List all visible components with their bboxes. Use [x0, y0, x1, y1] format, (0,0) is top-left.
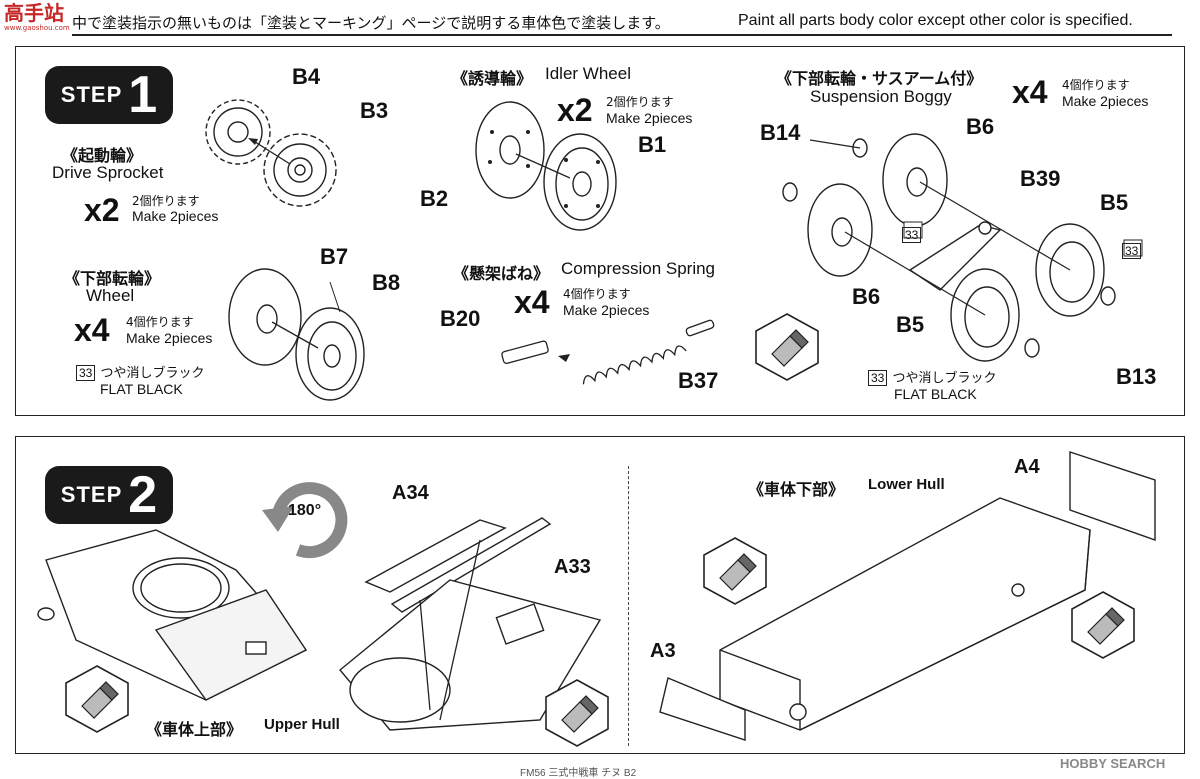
- rotate-180-icon: [262, 482, 348, 559]
- part-label-b6-bottom: B6: [852, 284, 881, 309]
- wheel-paint-code: 33: [76, 365, 96, 381]
- upper-hull-top-drawing: [37, 529, 308, 701]
- cement-icon: [755, 313, 819, 381]
- step2-badge-word: STEP: [60, 482, 123, 507]
- idler-make-jp: 2個作ります: [606, 95, 674, 109]
- suspension-en: Suspension Boggy: [810, 87, 952, 106]
- header-rule: [72, 34, 1172, 36]
- upper-hull-bottom-drawing: [339, 517, 602, 731]
- suspension-paint-box-2: 33: [1122, 240, 1142, 259]
- suspension-make-jp: 4個作ります: [1062, 78, 1130, 92]
- suspension-paint-box-1: 33: [902, 224, 922, 243]
- rotate-label: 180°: [288, 502, 322, 519]
- upper-hull-jp: 《車体上部》: [146, 720, 243, 739]
- part-label-b39: B39: [1020, 166, 1061, 191]
- part-label-b3: B3: [360, 98, 389, 123]
- drive-sprocket-jp: 《起動輪》: [62, 146, 143, 165]
- page-reference: FM56 三式中戦車 チヌ B2: [520, 768, 637, 779]
- suspension-drawing: [782, 133, 1143, 362]
- part-label-b13: B13: [1116, 364, 1157, 389]
- cement-icon: [65, 665, 129, 733]
- part-label-b20: B20: [440, 306, 481, 331]
- lower-hull-drawing: [659, 451, 1156, 741]
- drive-sprocket-en: Drive Sprocket: [52, 163, 164, 182]
- part-label-b8: B8: [372, 270, 401, 295]
- idler-en: Idler Wheel: [545, 64, 631, 83]
- suspension-paint-code: 33: [868, 370, 888, 386]
- upper-hull-en: Upper Hull: [264, 716, 340, 733]
- wheel-en: Wheel: [86, 286, 135, 305]
- cement-icon: [545, 679, 609, 747]
- step2-badge-number: 2: [128, 466, 158, 524]
- spring-jp: 《懸架ばね》: [453, 264, 550, 283]
- logo-url: www.gaoshou.com: [4, 24, 70, 32]
- part-label-a3: A3: [650, 640, 676, 662]
- cement-icon: [1071, 591, 1135, 659]
- logo-text: 高手站: [4, 1, 64, 25]
- idler-mult: x2: [557, 92, 593, 128]
- spring-drawing: [501, 319, 715, 385]
- wheel-make-en: Make 2pieces: [126, 330, 213, 346]
- suspension-paint-en: FLAT BLACK: [894, 386, 977, 402]
- lower-hull-jp: 《車体下部》: [748, 480, 845, 499]
- suspension-paint-jp: つや消しブラック: [892, 371, 997, 386]
- cement-icon: [703, 537, 767, 605]
- idler-drawing: [475, 101, 617, 231]
- step2-divider: [628, 466, 629, 746]
- drive-sprocket-drawing: [205, 99, 337, 207]
- notice-jp: 中で塗装指示の無いものは「塗装とマーキング」ページで説明する車体色で塗装します。: [72, 14, 670, 32]
- step2-badge: STEP 2: [45, 466, 173, 524]
- watermark: HOBBY SEARCH: [1060, 756, 1166, 771]
- lower-hull-en: Lower Hull: [868, 476, 945, 493]
- spring-en: Compression Spring: [561, 259, 716, 278]
- wheel-jp: 《下部転輪》: [64, 269, 161, 288]
- step1-badge: STEP 1: [45, 66, 173, 124]
- wheel-paint-jp: つや消しブラック: [100, 366, 205, 381]
- suspension-jp: 《下部転輪・サスアーム付》: [776, 69, 983, 88]
- suspension-mult: x4: [1012, 74, 1048, 110]
- spring-mult: x4: [514, 284, 550, 320]
- wheel-mult: x4: [74, 312, 110, 348]
- part-label-b4: B4: [292, 64, 321, 89]
- drive-sprocket-mult: x2: [84, 192, 120, 228]
- step1-badge-word: STEP: [60, 82, 123, 107]
- part-label-b2: B2: [420, 186, 449, 211]
- step1-badge-number: 1: [128, 66, 158, 124]
- part-label-b6-top: B6: [966, 114, 995, 139]
- part-label-b5-bottom: B5: [896, 312, 925, 337]
- part-label-b1: B1: [638, 132, 667, 157]
- part-label-a4: A4: [1014, 456, 1040, 478]
- suspension-make-en: Make 2pieces: [1062, 93, 1149, 109]
- wheel-drawing: [228, 268, 365, 401]
- idler-make-en: Make 2pieces: [606, 110, 693, 126]
- suspension-paint-note: 33 つや消しブラック: [868, 367, 996, 386]
- part-label-a34: A34: [392, 482, 429, 504]
- spring-make-en: Make 2pieces: [563, 302, 650, 318]
- drive-sprocket-make-en: Make 2pieces: [132, 208, 219, 224]
- spring-make-jp: 4個作ります: [563, 287, 631, 301]
- part-label-b5-top: B5: [1100, 190, 1129, 215]
- drive-sprocket-make-jp: 2個作ります: [132, 194, 200, 208]
- part-label-a33: A33: [554, 556, 591, 578]
- wheel-make-jp: 4個作ります: [126, 315, 194, 329]
- idler-jp: 《誘導輪》: [452, 69, 533, 88]
- part-label-b37: B37: [678, 368, 719, 393]
- part-label-b7: B7: [320, 244, 349, 269]
- site-logo: 高手站 www.gaoshou.com: [4, 2, 70, 38]
- part-label-b14: B14: [760, 120, 801, 145]
- notice-en: Paint all parts body color except other …: [738, 12, 1133, 29]
- wheel-paint-note: 33 つや消しブラック: [76, 362, 204, 381]
- wheel-paint-en: FLAT BLACK: [100, 381, 183, 397]
